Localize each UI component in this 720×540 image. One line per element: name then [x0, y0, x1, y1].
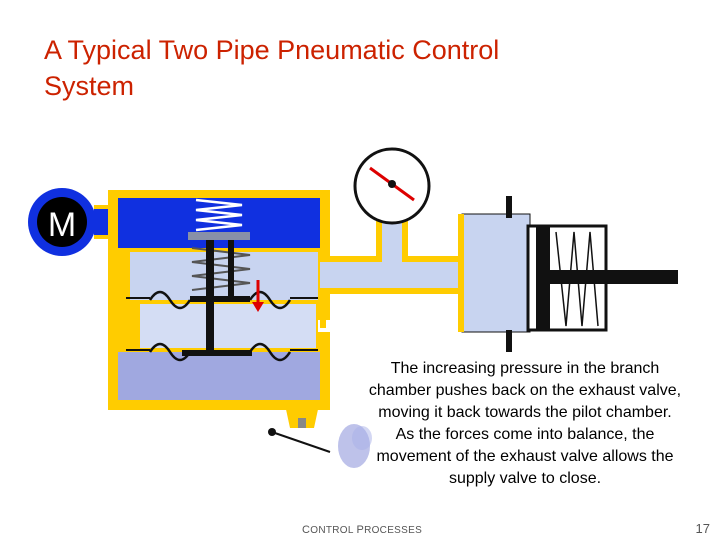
caption-line: moving it back towards the pilot chamber…	[378, 404, 672, 421]
exhaust-puff	[338, 424, 372, 468]
caption-line: As the forces come into balance, the	[395, 426, 655, 443]
motor-label: M	[48, 206, 76, 244]
title-line-1: A Typical Two Pipe Pneumatic Control	[44, 35, 500, 65]
pressure-gauge	[353, 147, 431, 225]
caption-line: The increasing pressure in the branch	[390, 360, 660, 377]
footer-word: ROCESSES	[364, 525, 423, 536]
page-number: 17	[695, 521, 710, 536]
force-arrow	[252, 280, 264, 312]
actuator	[458, 196, 678, 352]
footer-word: ONTROL	[310, 525, 357, 536]
footer-label: CONTROL PROCESSES	[302, 524, 422, 536]
footer-initial: C	[302, 524, 311, 536]
caption-line: movement of the exhaust valve allows the	[376, 448, 674, 465]
exhaust-lever	[268, 428, 331, 453]
relay-housing	[108, 190, 332, 428]
title-line-2: System	[44, 71, 135, 101]
slide-title: A Typical Two Pipe Pneumatic Control Sys…	[44, 32, 644, 104]
caption-line: chamber pushes back on the exhaust valve…	[368, 382, 682, 399]
branch-pipe	[320, 216, 470, 294]
caption: The increasing pressure in the branch ch…	[340, 358, 710, 490]
supply-spring	[188, 198, 250, 240]
footer-initial: P	[356, 524, 365, 536]
caption-line: supply valve to close.	[448, 470, 602, 487]
motor: M	[28, 188, 96, 256]
branch-spring	[191, 247, 251, 291]
